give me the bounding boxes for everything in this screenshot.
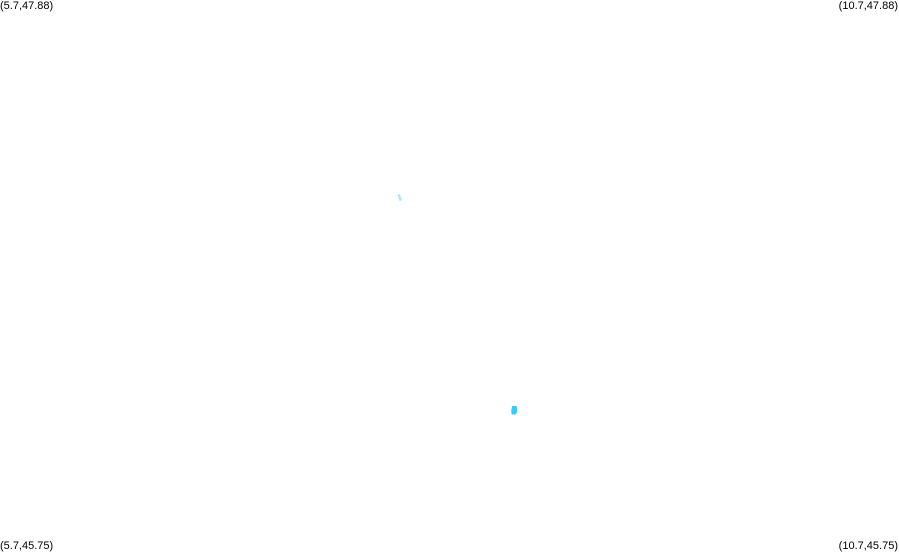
corner-label-top-left: (5.7,47.88): [0, 0, 54, 12]
corner-label-bottom-right: (10.7,45.75): [838, 540, 898, 552]
corner-label-bottom-left: (5.7,45.75): [0, 540, 54, 552]
small-feature-1: [397, 194, 403, 201]
map-features-layer: [397, 194, 518, 415]
small-feature-2: [511, 406, 518, 415]
corner-label-top-right: (10.7,47.88): [838, 0, 898, 12]
